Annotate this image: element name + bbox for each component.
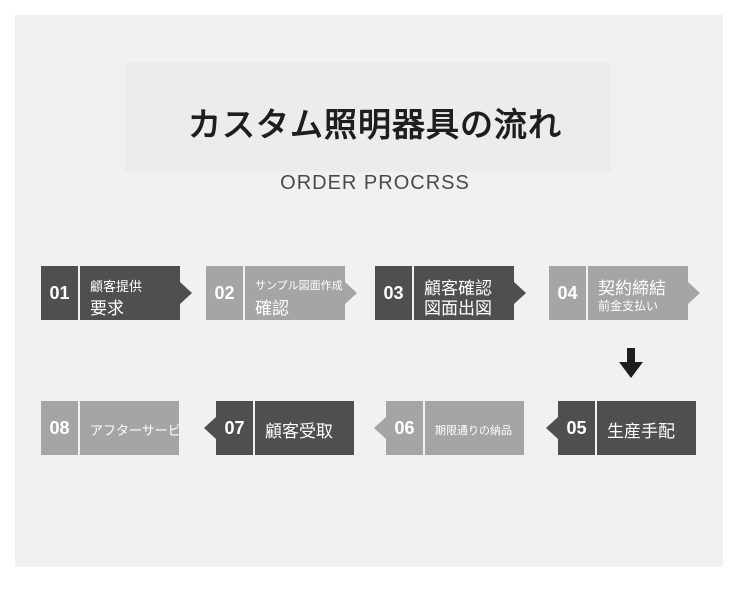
step-body: サンプル図面作成 確認 [245, 266, 345, 320]
step-label: 契約締結 [598, 279, 666, 299]
step-number: 07 [216, 401, 253, 455]
step-04: 04 契約締結 前金支払い [549, 266, 700, 320]
arrow-left-icon [204, 417, 216, 439]
step-body: 顧客提供 要求 [80, 266, 180, 320]
step-05: 05 生産手配 [546, 401, 696, 455]
step-number: 02 [206, 266, 243, 320]
arrow-right-icon [688, 282, 700, 304]
arrow-right-icon [514, 282, 526, 304]
step-body: 契約締結 前金支払い [588, 266, 688, 320]
step-body: 生産手配 [597, 401, 696, 455]
step-number: 08 [41, 401, 78, 455]
arrow-right-icon [345, 282, 357, 304]
step-sublabel: 確認 [255, 299, 289, 319]
step-label: 顧客確認 [424, 279, 492, 299]
page-subtitle: ORDER PROCRSS [280, 172, 470, 194]
step-number: 04 [549, 266, 586, 320]
step-body: 期限通りの納品 [425, 401, 524, 455]
step-label: アフターサービス [90, 424, 179, 439]
step-03: 03 顧客確認 図面出図 [375, 266, 526, 320]
step-sublabel: 要求 [90, 299, 124, 319]
step-label: 顧客提供 [90, 280, 143, 295]
step-number: 01 [41, 266, 78, 320]
title-band [125, 62, 611, 172]
arrow-down-icon [619, 348, 643, 378]
step-sublabel: 図面出図 [424, 299, 492, 319]
step-07: 07 顧客受取 [204, 401, 354, 455]
step-06: 06 期限通りの納品 [374, 401, 524, 455]
step-number: 06 [386, 401, 423, 455]
step-sublabel: 前金支払い [598, 299, 659, 313]
step-number: 03 [375, 266, 412, 320]
arrow-left-icon [546, 417, 558, 439]
step-08: 08 アフターサービス [41, 401, 179, 455]
step-label: 生産手配 [607, 422, 675, 442]
step-body: アフターサービス [80, 401, 179, 455]
arrow-right-icon [180, 282, 192, 304]
step-number: 05 [558, 401, 595, 455]
arrow-left-icon [374, 417, 386, 439]
step-label: サンプル図面作成 [255, 279, 343, 292]
step-body: 顧客確認 図面出図 [414, 266, 514, 320]
step-02: 02 サンプル図面作成 確認 [206, 266, 357, 320]
step-01: 01 顧客提供 要求 [41, 266, 192, 320]
step-body: 顧客受取 [255, 401, 354, 455]
step-label: 期限通りの納品 [435, 424, 512, 437]
step-label: 顧客受取 [265, 422, 333, 442]
page-title: カスタム照明器具の流れ [188, 105, 562, 144]
